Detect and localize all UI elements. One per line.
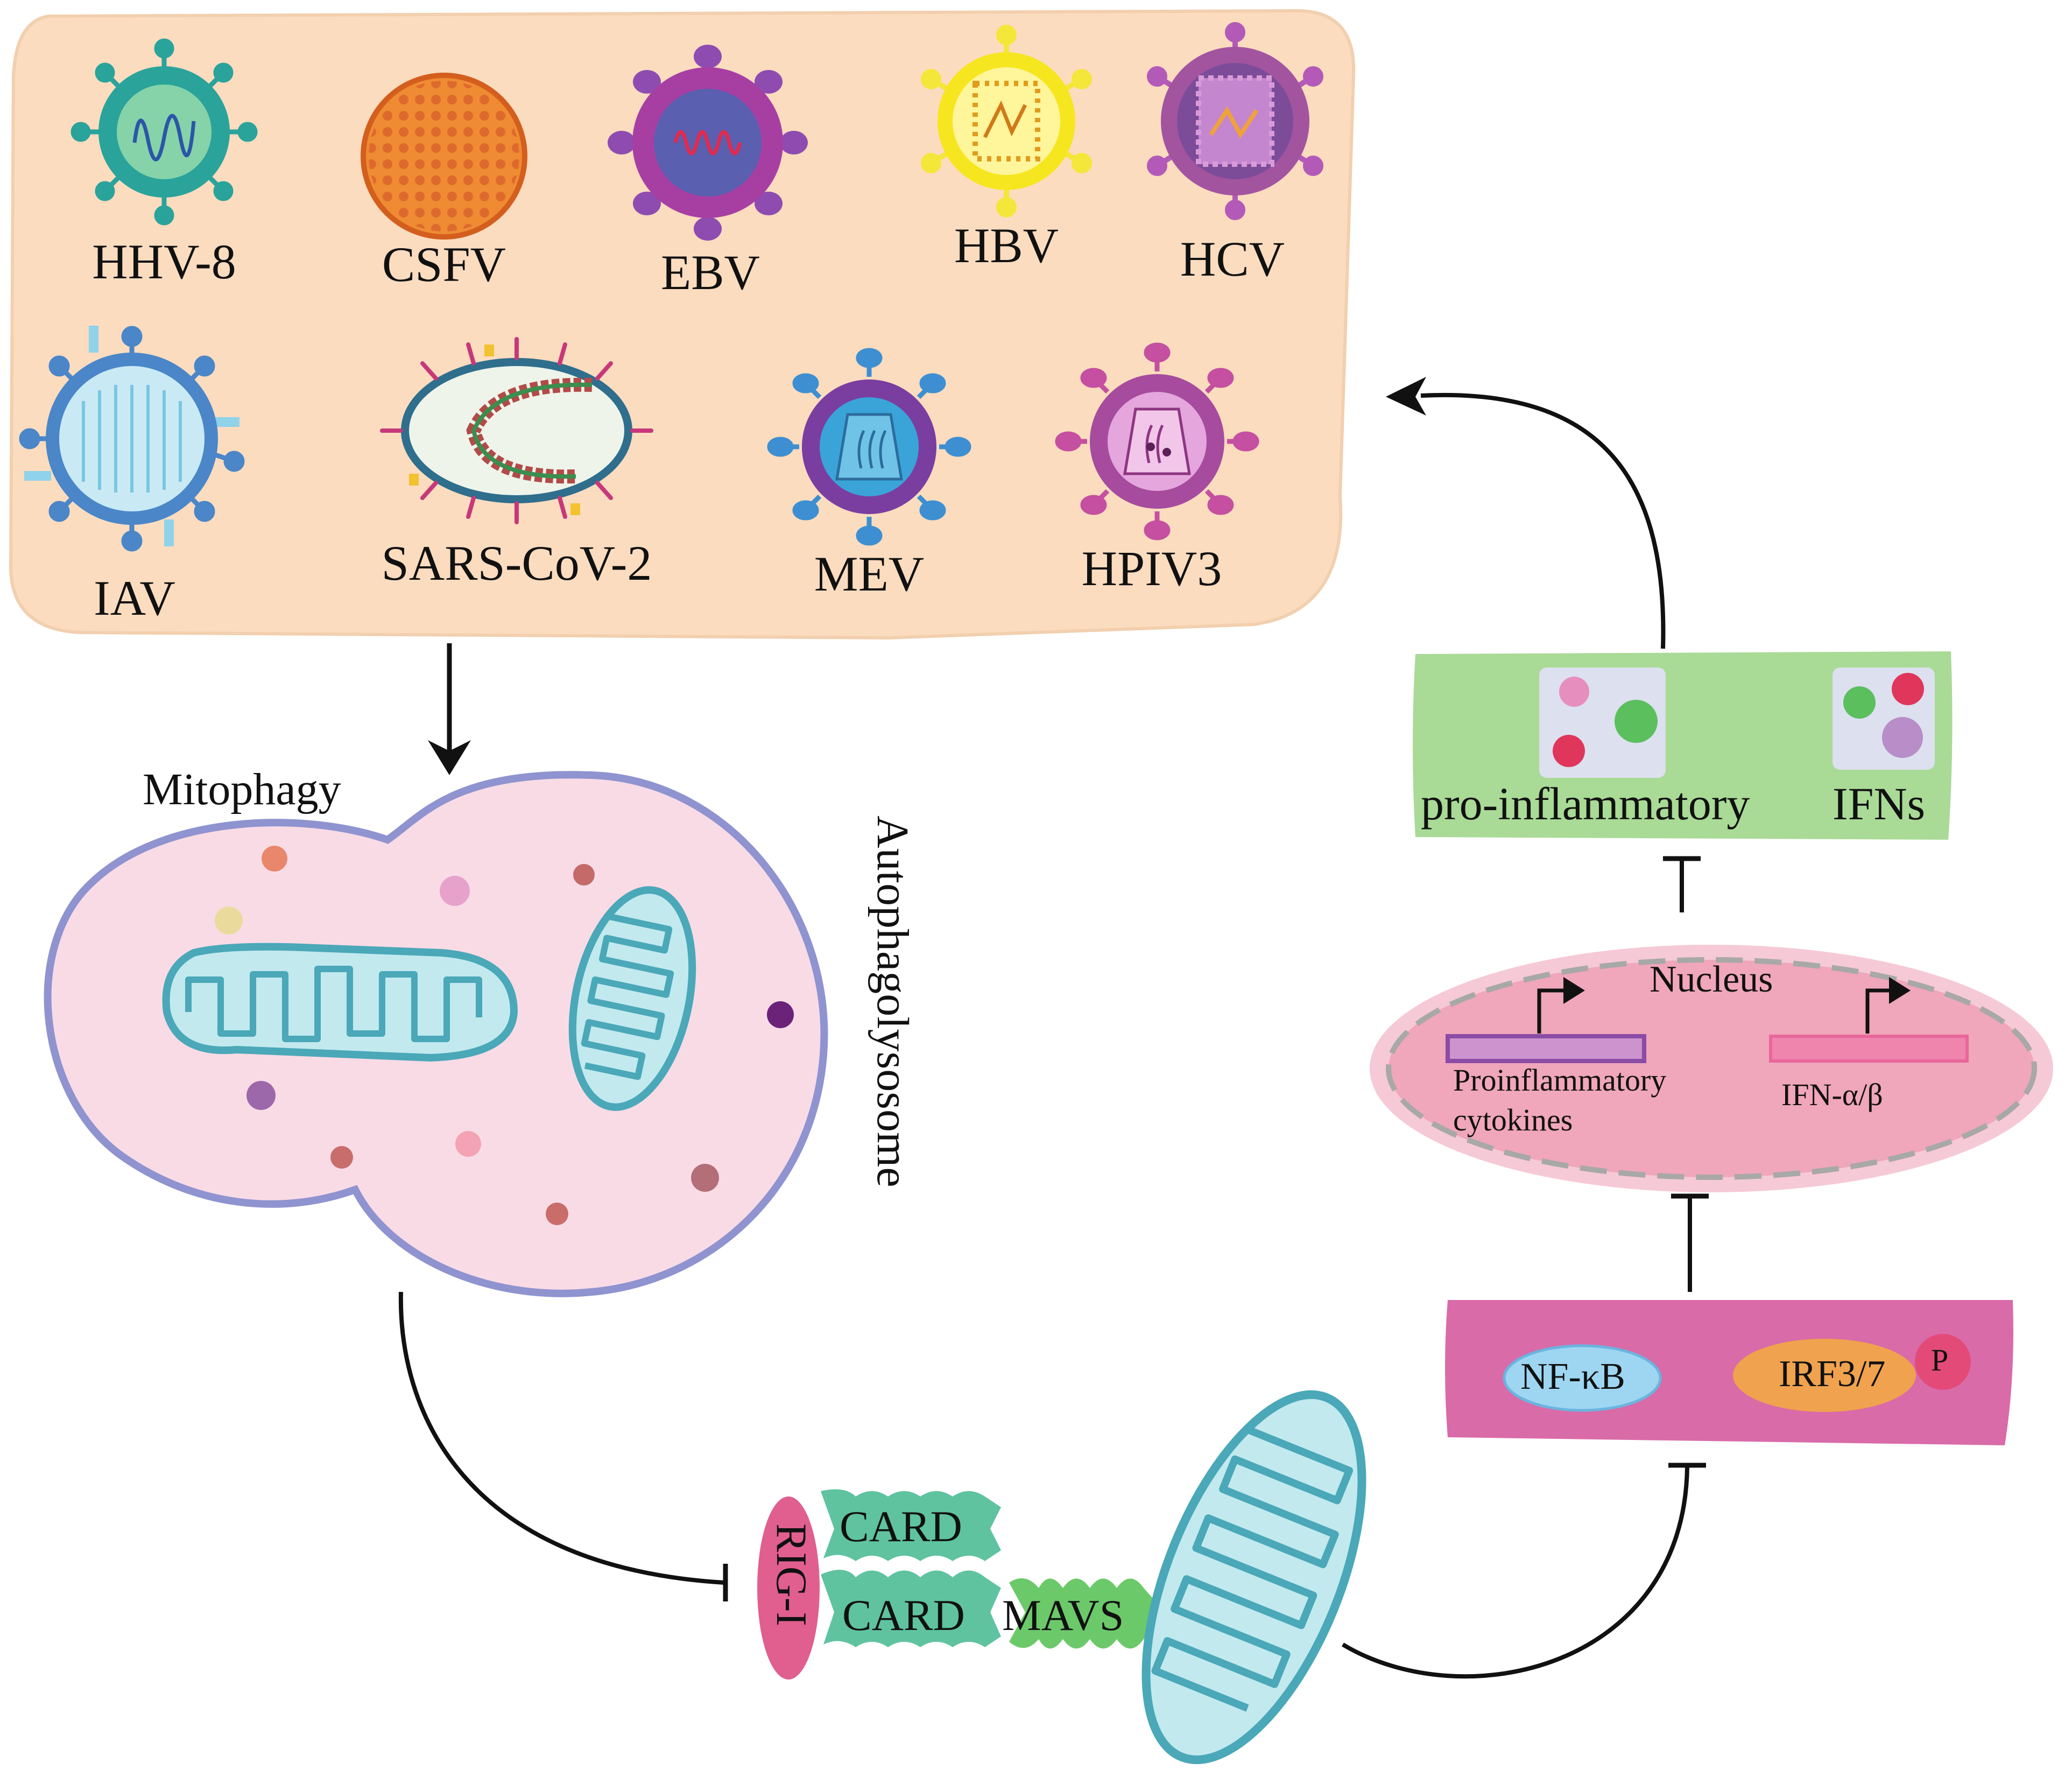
- hbv-virus-icon: [921, 25, 1092, 217]
- label-hbv: HBV: [954, 218, 1059, 273]
- ifn-dot-green: [1843, 686, 1876, 719]
- arrow-output-to-viruses: [1420, 393, 1666, 649]
- label-rig-i: RIG-I: [767, 1523, 815, 1627]
- mavs-domain: [1009, 1578, 1165, 1649]
- cytokine-dot-green: [1615, 700, 1658, 743]
- card-domains: [821, 1489, 1001, 1647]
- ifn-gene-promoter-arrow: [1865, 988, 1894, 1034]
- phospho-circle: [1915, 1334, 1971, 1390]
- label-nfkb: NF-κB: [1520, 1356, 1625, 1397]
- label-mev: MEV: [814, 546, 925, 601]
- nfkb-oval: [1503, 1344, 1662, 1412]
- label-csfv: CSFV: [382, 237, 506, 292]
- label-hpiv3: HPIV3: [1081, 541, 1222, 596]
- label-cytokines: cytokines: [1453, 1102, 1573, 1137]
- arrowhead-viruses: [1386, 377, 1426, 416]
- proinflammatory-promoter-arrowhead: [1563, 977, 1585, 1004]
- label-ifns: IFNs: [1833, 778, 1926, 830]
- inhibit-curve-to-rig-i: [398, 1291, 724, 1585]
- hhv8-virus-icon: [71, 38, 258, 226]
- label-proinflammatory: Proinflammatory: [1453, 1063, 1667, 1098]
- proinflammatory-gene-bar: [1446, 1034, 1646, 1063]
- ifn-dot-red: [1892, 673, 1924, 705]
- label-autophagolysosome: Autophagolysosome: [868, 816, 918, 1187]
- mev-virus-icon: [767, 348, 971, 546]
- mitochondrion-vertical: [568, 886, 696, 1111]
- ifn-gene-bar: [1769, 1035, 1969, 1063]
- cytokine-dot-red: [1553, 735, 1585, 767]
- csfv-virus-icon: [361, 73, 527, 240]
- label-card-2: CARD: [842, 1591, 965, 1640]
- label-ebv: EBV: [661, 245, 760, 300]
- cytokine-dot-pink: [1559, 677, 1589, 707]
- mitochondrion-mavs: [1141, 1390, 1366, 1765]
- arrowhead-mitophagy: [428, 740, 471, 775]
- proinflammatory-gene-promoter-arrow: [1537, 988, 1569, 1034]
- ifn-promoter-arrowhead: [1889, 977, 1911, 1004]
- label-pro-inflammatory: pro-inflammatory: [1421, 778, 1750, 830]
- label-mavs: MAVS: [1002, 1591, 1124, 1640]
- hcv-virus-icon: [1147, 22, 1323, 220]
- label-hcv: HCV: [1180, 231, 1285, 286]
- ebv-virus-icon: [608, 45, 808, 241]
- ifn-dot-purple: [1882, 717, 1923, 758]
- irf37-oval: [1733, 1339, 1916, 1412]
- label-mitophagy: Mitophagy: [143, 764, 341, 814]
- label-iav: IAV: [94, 571, 175, 626]
- label-nucleus: Nucleus: [1650, 959, 1773, 1000]
- inhibit-curve-to-tf: [1341, 1466, 1689, 1679]
- rig-i-oval: [757, 1496, 820, 1679]
- sars-cov-2-virus-icon: [380, 337, 653, 524]
- hpiv3-virus-icon: [1055, 342, 1259, 540]
- label-hhv8: HHV-8: [92, 234, 236, 289]
- label-sars-cov-2: SARS-CoV-2: [381, 536, 652, 591]
- label-irf37: IRF3/7: [1779, 1353, 1886, 1395]
- label-card-1: CARD: [840, 1502, 962, 1551]
- iav-virus-icon: [19, 326, 245, 552]
- label-phospho: P: [1931, 1343, 1949, 1378]
- label-ifn-alpha-beta: IFN-α/β: [1781, 1077, 1883, 1112]
- mitochondrion-in-autophagolysosome: [162, 943, 518, 1062]
- nucleus-inner: [1407, 974, 2015, 1163]
